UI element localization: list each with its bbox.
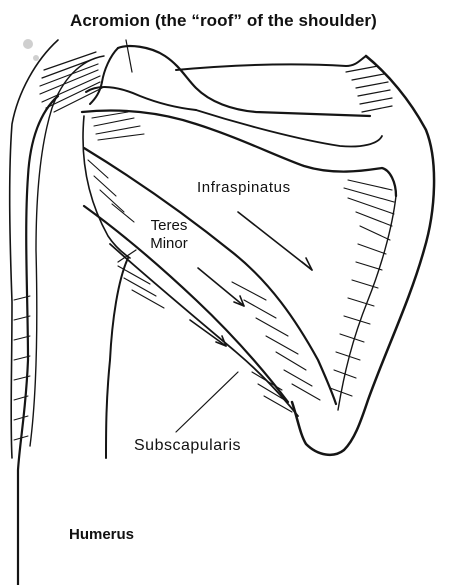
humerus-label: Humerus xyxy=(69,527,134,542)
deltoid-inner xyxy=(30,56,104,446)
humerus-left-border xyxy=(18,96,58,585)
acromion-outline xyxy=(118,46,370,116)
subscapularis-label: Subscapularis xyxy=(134,438,241,454)
hatching-spine xyxy=(92,112,144,140)
arrow-teres-minor xyxy=(198,268,244,306)
leader-subscapularis xyxy=(176,372,238,432)
teres-minor-label-line2: Minor xyxy=(139,235,199,253)
scan-marks xyxy=(23,39,39,61)
hatching-teres-minor xyxy=(88,160,320,400)
teres-minor-label-line1: Teres xyxy=(139,217,199,235)
clavicle-top xyxy=(176,56,366,70)
hatching-subscapularis xyxy=(118,266,292,412)
leader-acromion xyxy=(126,40,132,72)
hatching-acromion xyxy=(40,52,102,112)
scapula-inner-border xyxy=(338,196,396,410)
infraspinatus-label: Infraspinatus xyxy=(197,180,291,195)
arrow-infraspinatus xyxy=(238,212,312,270)
acromion-label: Acromion (the “roof” of the shoulder) xyxy=(70,12,377,29)
acromion-lower-edge xyxy=(86,87,196,110)
teres-minor-label: Teres Minor xyxy=(139,217,199,253)
hatching-right-border xyxy=(330,180,394,396)
humerus-shaft-right xyxy=(106,258,128,458)
